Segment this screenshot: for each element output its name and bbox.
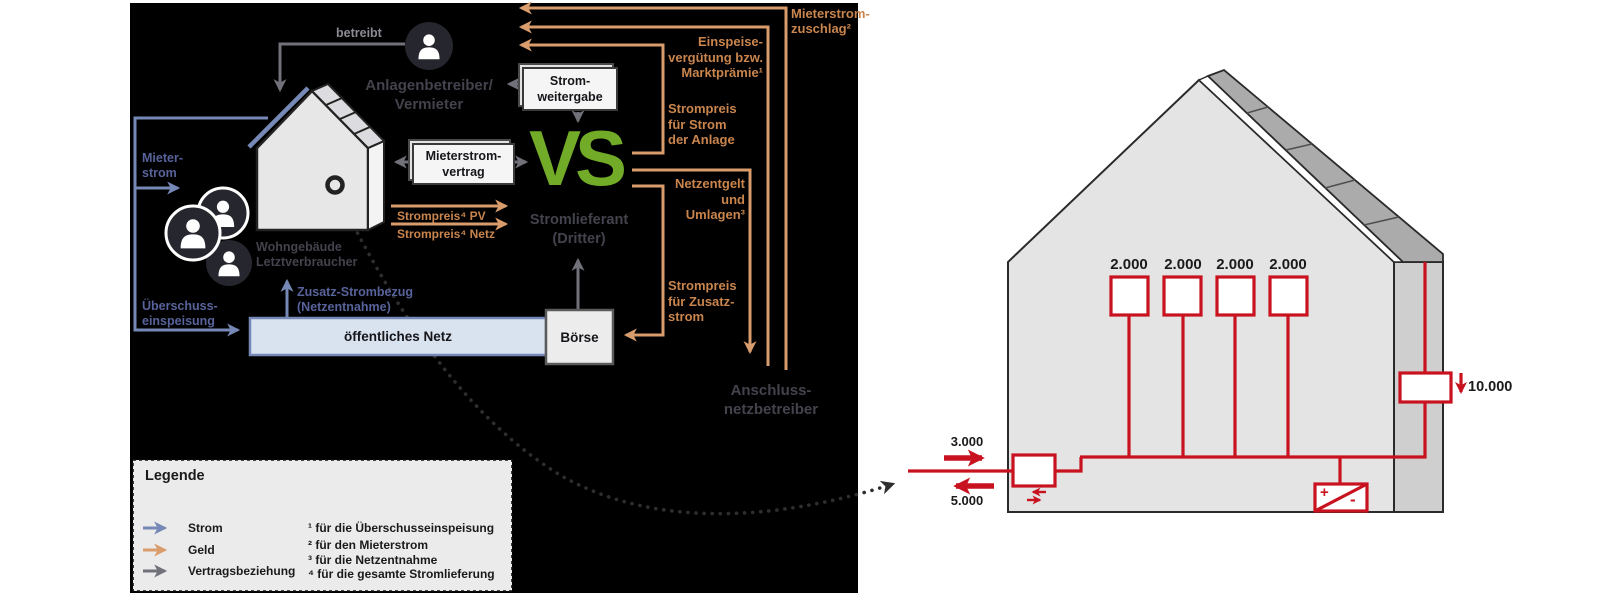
grid-draw-label: Zusatz-Strombezug (Netzentnahme): [297, 285, 413, 314]
supplier-logo: VS: [528, 114, 627, 202]
strompreis-anlage-arrow: [518, 38, 665, 155]
operator-label: Anlagenbetreiber/ Vermieter: [354, 76, 504, 114]
surplus-feedin-label: Überschuss- einspeisung: [142, 299, 218, 328]
inverter-icon: [1313, 482, 1369, 513]
operator-avatar-icon: [405, 22, 453, 70]
meter-detail-callout-dotted-line: [337, 195, 896, 516]
netzentgelt-arrow: [632, 168, 757, 355]
legend-title: Legende: [145, 468, 205, 484]
apartment-meter-value-2: 2.000: [1164, 256, 1202, 273]
pv-meter-value: 10.000: [1468, 379, 1513, 395]
surplus-feedin-line: [133, 116, 268, 337]
passthrough-box-shape: [518, 63, 618, 111]
contract-box-label: Mieterstrom- vertrag: [425, 149, 502, 179]
public-grid-label: öffentliches Netz: [343, 329, 452, 344]
grid-operator-label: Anschluss- netzbetreiber: [723, 382, 819, 418]
bidirectional-meter-icon: [1027, 487, 1046, 505]
electricity-arrows: [133, 116, 294, 337]
strompreis-netz-label: Strompreis⁴ Netz: [397, 227, 495, 241]
red-wiring: [908, 262, 1467, 484]
bus-line: [1080, 262, 1427, 459]
legend-footnote-3: ³ für die Netzentnahme: [308, 553, 438, 567]
grid-meter-box: [1011, 453, 1057, 488]
apartment-meter-boxes: [1109, 275, 1309, 317]
legend-box: [132, 459, 513, 592]
tenants-group-icon: [164, 186, 252, 286]
einspeiseverguetung-arrow: [518, 20, 770, 366]
betreibt-arrow: [273, 42, 405, 93]
strompreis-anlage-label: Strompreis für Strom der Anlage: [668, 101, 737, 147]
apartment-meter-value-4: 2.000: [1269, 256, 1307, 273]
strompreis-zusatz-arrow: [623, 184, 665, 342]
exchange-label: Börse: [560, 330, 599, 345]
strompreis-zusatz-label: Strompreis für Zusatz- strom: [668, 278, 737, 324]
operator-label-line1: Anlagenbetreiber/: [365, 77, 493, 94]
operator-label-line2: Vermieter: [394, 96, 464, 113]
apartment-building-illustration: [247, 82, 386, 232]
grid-export-value: 5.000: [950, 493, 984, 508]
betreibt-label: betreibt: [336, 26, 382, 40]
legend-item-geld: Geld: [188, 543, 215, 557]
netzentgelt-label: Netzentgelt und Umlagen³: [674, 176, 745, 222]
contract-box-shape: [408, 139, 515, 185]
mieterstromzuschlag-label: Mieterstrom- zuschlag²: [791, 6, 870, 36]
grid-import-value: 3.000: [950, 434, 984, 449]
exchange-box: [544, 308, 615, 366]
passthrough-box-label: Strom- weitergabe: [537, 74, 603, 104]
strompreis-pv-label: Strompreis⁴ PV: [397, 209, 486, 223]
money-arrows: [391, 1, 788, 370]
legend-footnote-1: ¹ für die Überschusseinspeisung: [308, 521, 495, 535]
inverter-minus-sign: -: [1350, 490, 1356, 509]
public-grid-box: [248, 316, 548, 357]
building-label: Wohngebäude Letztverbraucher: [256, 240, 358, 269]
einspeiseverguetung-label: Einspeise- vergütung bzw. Marktprämie¹: [668, 34, 763, 80]
building-meter-point: [325, 175, 345, 195]
legend-footnote-2: ² für den Mieterstrom: [308, 538, 429, 552]
pv-roof-line: [247, 86, 310, 149]
legend-footnote-4: ⁴ für die gesamte Stromlieferung: [308, 567, 495, 581]
supplier-label: Stromlieferant (Dritter): [529, 212, 629, 247]
pv-meter-box: [1398, 371, 1453, 404]
mieterstrom-label: Mieter- strom: [142, 151, 183, 180]
house-roof-solar-panels: [1206, 68, 1444, 263]
apartment-meter-value-3: 2.000: [1216, 256, 1254, 273]
apartment-meter-value-1: 2.000: [1110, 256, 1148, 273]
inverter-plus-sign: +: [1320, 484, 1329, 501]
mieterstromzuschlag-arrow: [518, 1, 788, 370]
legend-item-vertrag: Vertragsbeziehung: [188, 564, 296, 578]
legend-item-strom: Strom: [188, 521, 223, 535]
contract-arrows: [273, 42, 585, 310]
